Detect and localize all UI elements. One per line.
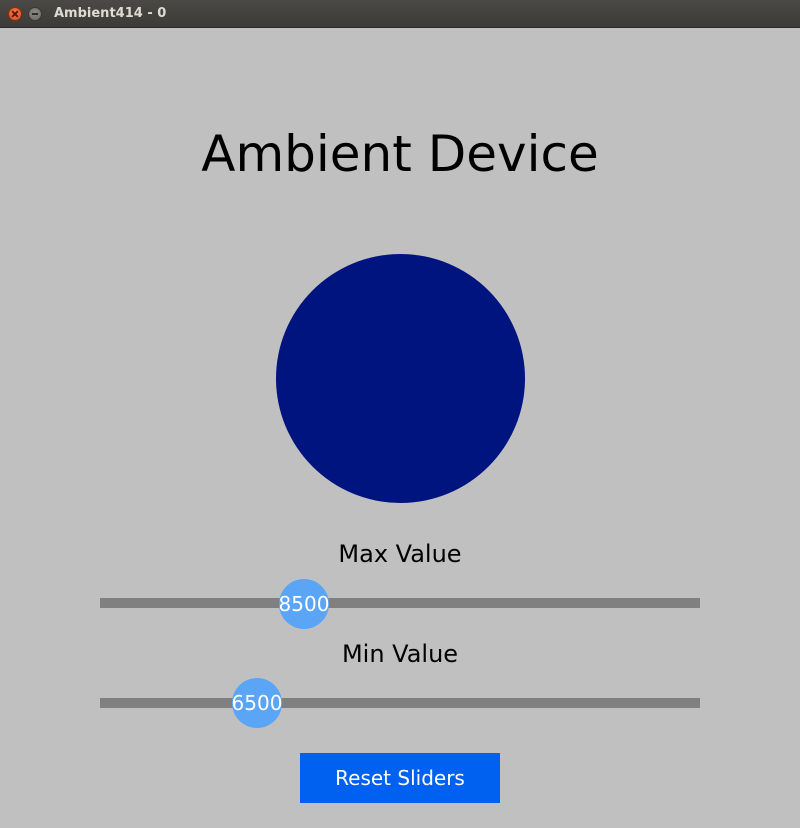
minimize-icon[interactable] xyxy=(28,7,42,21)
min-value-slider-thumb[interactable]: 6500 xyxy=(232,678,282,728)
reset-sliders-button[interactable]: Reset Sliders xyxy=(300,753,500,803)
page-title: Ambient Device xyxy=(201,125,599,183)
close-icon[interactable] xyxy=(8,7,22,21)
min-value-label: Min Value xyxy=(341,640,459,668)
max-value-slider-track[interactable] xyxy=(100,598,700,608)
max-value-label: Max Value xyxy=(338,540,462,568)
min-value-slider-track[interactable] xyxy=(100,698,700,708)
title-bar: Ambient414 - 0 xyxy=(0,0,800,28)
min-value-readout: 6500 xyxy=(231,691,283,715)
max-value-slider-thumb[interactable]: 8500 xyxy=(279,579,329,629)
max-value-readout: 8500 xyxy=(278,592,330,616)
ambient-indicator-circle xyxy=(276,254,525,503)
window-title: Ambient414 - 0 xyxy=(54,6,167,21)
